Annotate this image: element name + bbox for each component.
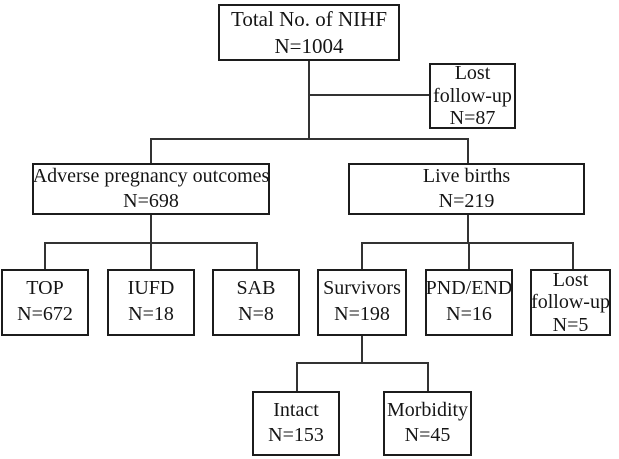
node-pnd-end-count: N=16 [446,303,492,325]
node-intact: Intact N=153 [252,391,340,456]
connector-adverse-down [150,215,152,244]
node-total-nihf: Total No. of NIHF N=1004 [218,4,400,61]
node-lost-followup-5-label: Lost [552,268,589,291]
node-pnd-end-label: PND/END [425,277,513,299]
node-intact-label: Intact [273,399,319,421]
connector-right-bar [361,242,574,244]
node-total-nihf-count: N=1004 [274,33,344,58]
connector-top-in [44,242,46,269]
connector-root-down [308,61,310,139]
node-survivors-label: Survivors [323,277,401,299]
node-top-label: TOP [26,277,64,299]
node-survivors: Survivors N=198 [317,269,407,336]
connector-intact-in [296,362,298,391]
node-iufd-count: N=18 [128,303,174,325]
node-lost-followup-5-label2: follow-up [531,291,610,314]
connector-to-lost-top [309,94,429,96]
connector-pndend-in [468,242,470,269]
node-lost-followup-87-label2: follow-up [433,84,512,107]
node-survivors-count: N=198 [334,303,390,325]
connector-lost-right-in [572,242,574,269]
connector-live-in [467,138,469,163]
connector-level4-bar [296,362,429,364]
node-live-births-count: N=219 [438,190,495,212]
connector-sab-in [256,242,258,269]
connector-adverse-in [150,138,152,163]
connector-morbidity-in [427,362,429,391]
node-live-births-label: Live births [422,165,511,187]
node-lost-followup-87-count: N=87 [449,107,496,130]
node-morbidity-count: N=45 [404,424,451,446]
node-adverse-outcomes: Adverse pregnancy outcomes N=698 [32,163,270,215]
node-sab: SAB N=8 [212,269,300,336]
node-lost-followup-5: Lost follow-up N=5 [530,269,611,336]
node-top: TOP N=672 [1,269,89,336]
node-morbidity-label: Morbidity [386,399,469,421]
node-total-nihf-label: Total No. of NIHF [230,7,387,32]
node-sab-label: SAB [236,277,276,299]
node-top-count: N=672 [17,303,73,325]
connector-level2-bar [150,138,468,140]
node-live-births: Live births N=219 [348,163,585,215]
node-sab-count: N=8 [238,303,274,325]
node-morbidity: Morbidity N=45 [383,391,472,456]
node-lost-followup-5-count: N=5 [552,313,589,336]
connector-survivors-in [361,242,363,269]
node-pnd-end: PND/END N=16 [425,269,513,336]
node-adverse-outcomes-count: N=698 [123,190,179,212]
node-iufd: IUFD N=18 [107,269,195,336]
connector-live-down [467,215,469,244]
node-iufd-label: IUFD [127,277,175,299]
node-lost-followup-87-label: Lost [454,62,491,85]
connector-survivors-down [361,336,363,364]
node-intact-count: N=153 [268,424,324,446]
node-lost-followup-87: Lost follow-up N=87 [429,62,516,130]
node-adverse-outcomes-label: Adverse pregnancy outcomes [32,165,270,187]
connector-iufd-in [150,242,152,269]
